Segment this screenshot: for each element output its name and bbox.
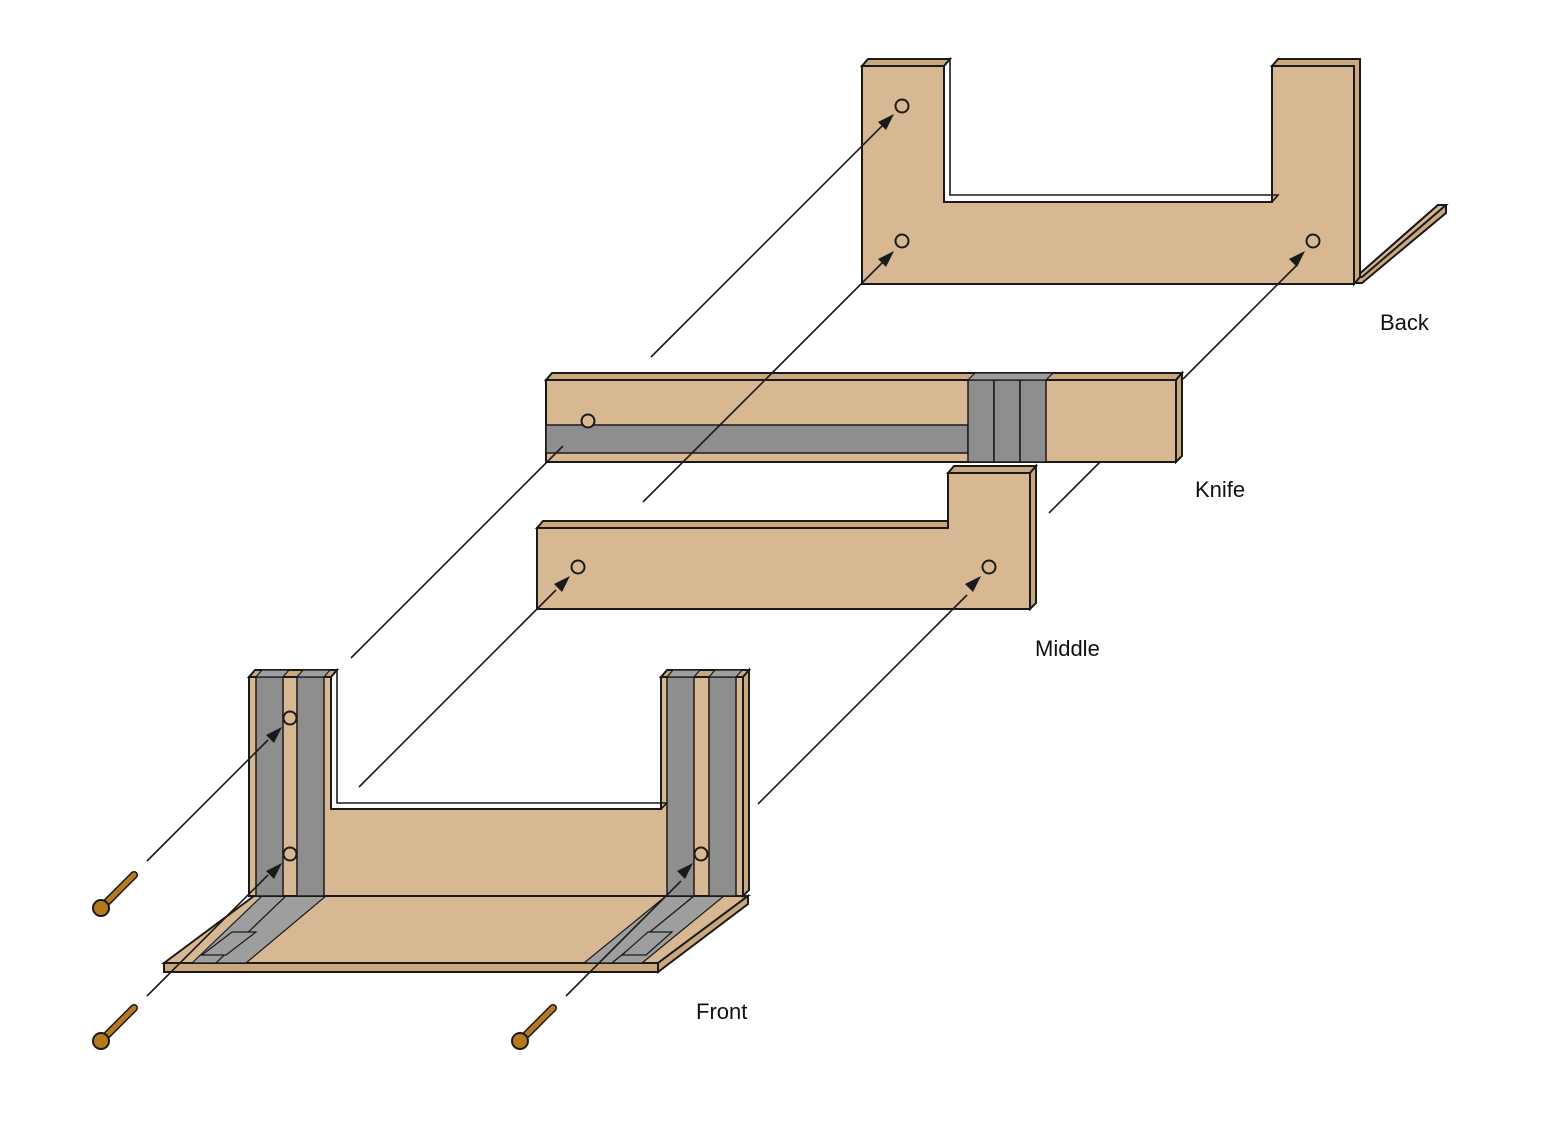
arrowhead	[554, 576, 570, 592]
arrowhead	[878, 114, 894, 130]
arrowheads	[266, 114, 1305, 879]
front-u-panel	[248, 676, 744, 897]
front-tape-left-1	[255, 676, 284, 897]
middle-step-edge	[945, 465, 1039, 474]
label-front: Front	[696, 999, 748, 1024]
screw-bottom-left	[92, 1004, 138, 1050]
arrowhead	[266, 863, 282, 879]
back-base-plate-top	[1353, 204, 1449, 278]
middle-piece	[534, 463, 1039, 612]
arrowhead	[878, 251, 894, 267]
arrowhead	[677, 863, 693, 879]
screw-bottom-right	[511, 1004, 557, 1050]
middle-hole-left	[570, 559, 586, 575]
front-tape-right-1	[666, 676, 695, 897]
front-hole-lower-right	[693, 846, 709, 862]
front-tape-left-2	[296, 676, 325, 897]
label-back: Back	[1380, 310, 1429, 335]
back-hole-upper-left	[894, 98, 910, 114]
knife-horizontal-tape	[545, 424, 969, 454]
back-hole-lower-left	[894, 233, 910, 249]
arrowhead	[1289, 251, 1305, 267]
front-hole-lower-left	[282, 846, 298, 862]
knife-vertical-tape-2	[993, 379, 1021, 463]
knife-piece	[543, 370, 1185, 465]
middle-panel	[536, 472, 1031, 610]
middle-top-edge	[534, 520, 949, 529]
knife-top-edge	[543, 372, 1185, 381]
middle-hole-right	[981, 559, 997, 575]
front-hole-upper-left	[282, 710, 298, 726]
arrowhead	[965, 576, 981, 592]
knife-vertical-tape-3	[1019, 379, 1047, 463]
front-piece	[160, 667, 752, 975]
knife-hole	[580, 413, 596, 429]
knife-vertical-tape-1	[967, 379, 995, 463]
alignment-guides	[146, 123, 1297, 997]
front-base-plate-edge	[163, 962, 659, 973]
back-piece	[859, 56, 1449, 287]
back-u-edge	[859, 58, 953, 67]
screw-top-left	[92, 871, 138, 917]
label-knife: Knife	[1195, 477, 1246, 502]
back-hole-lower-right	[1305, 233, 1321, 249]
label-middle: Middle	[1035, 636, 1100, 661]
front-tape-right-2	[708, 676, 737, 897]
arrowhead	[266, 727, 282, 743]
back-u-panel	[861, 65, 1355, 285]
